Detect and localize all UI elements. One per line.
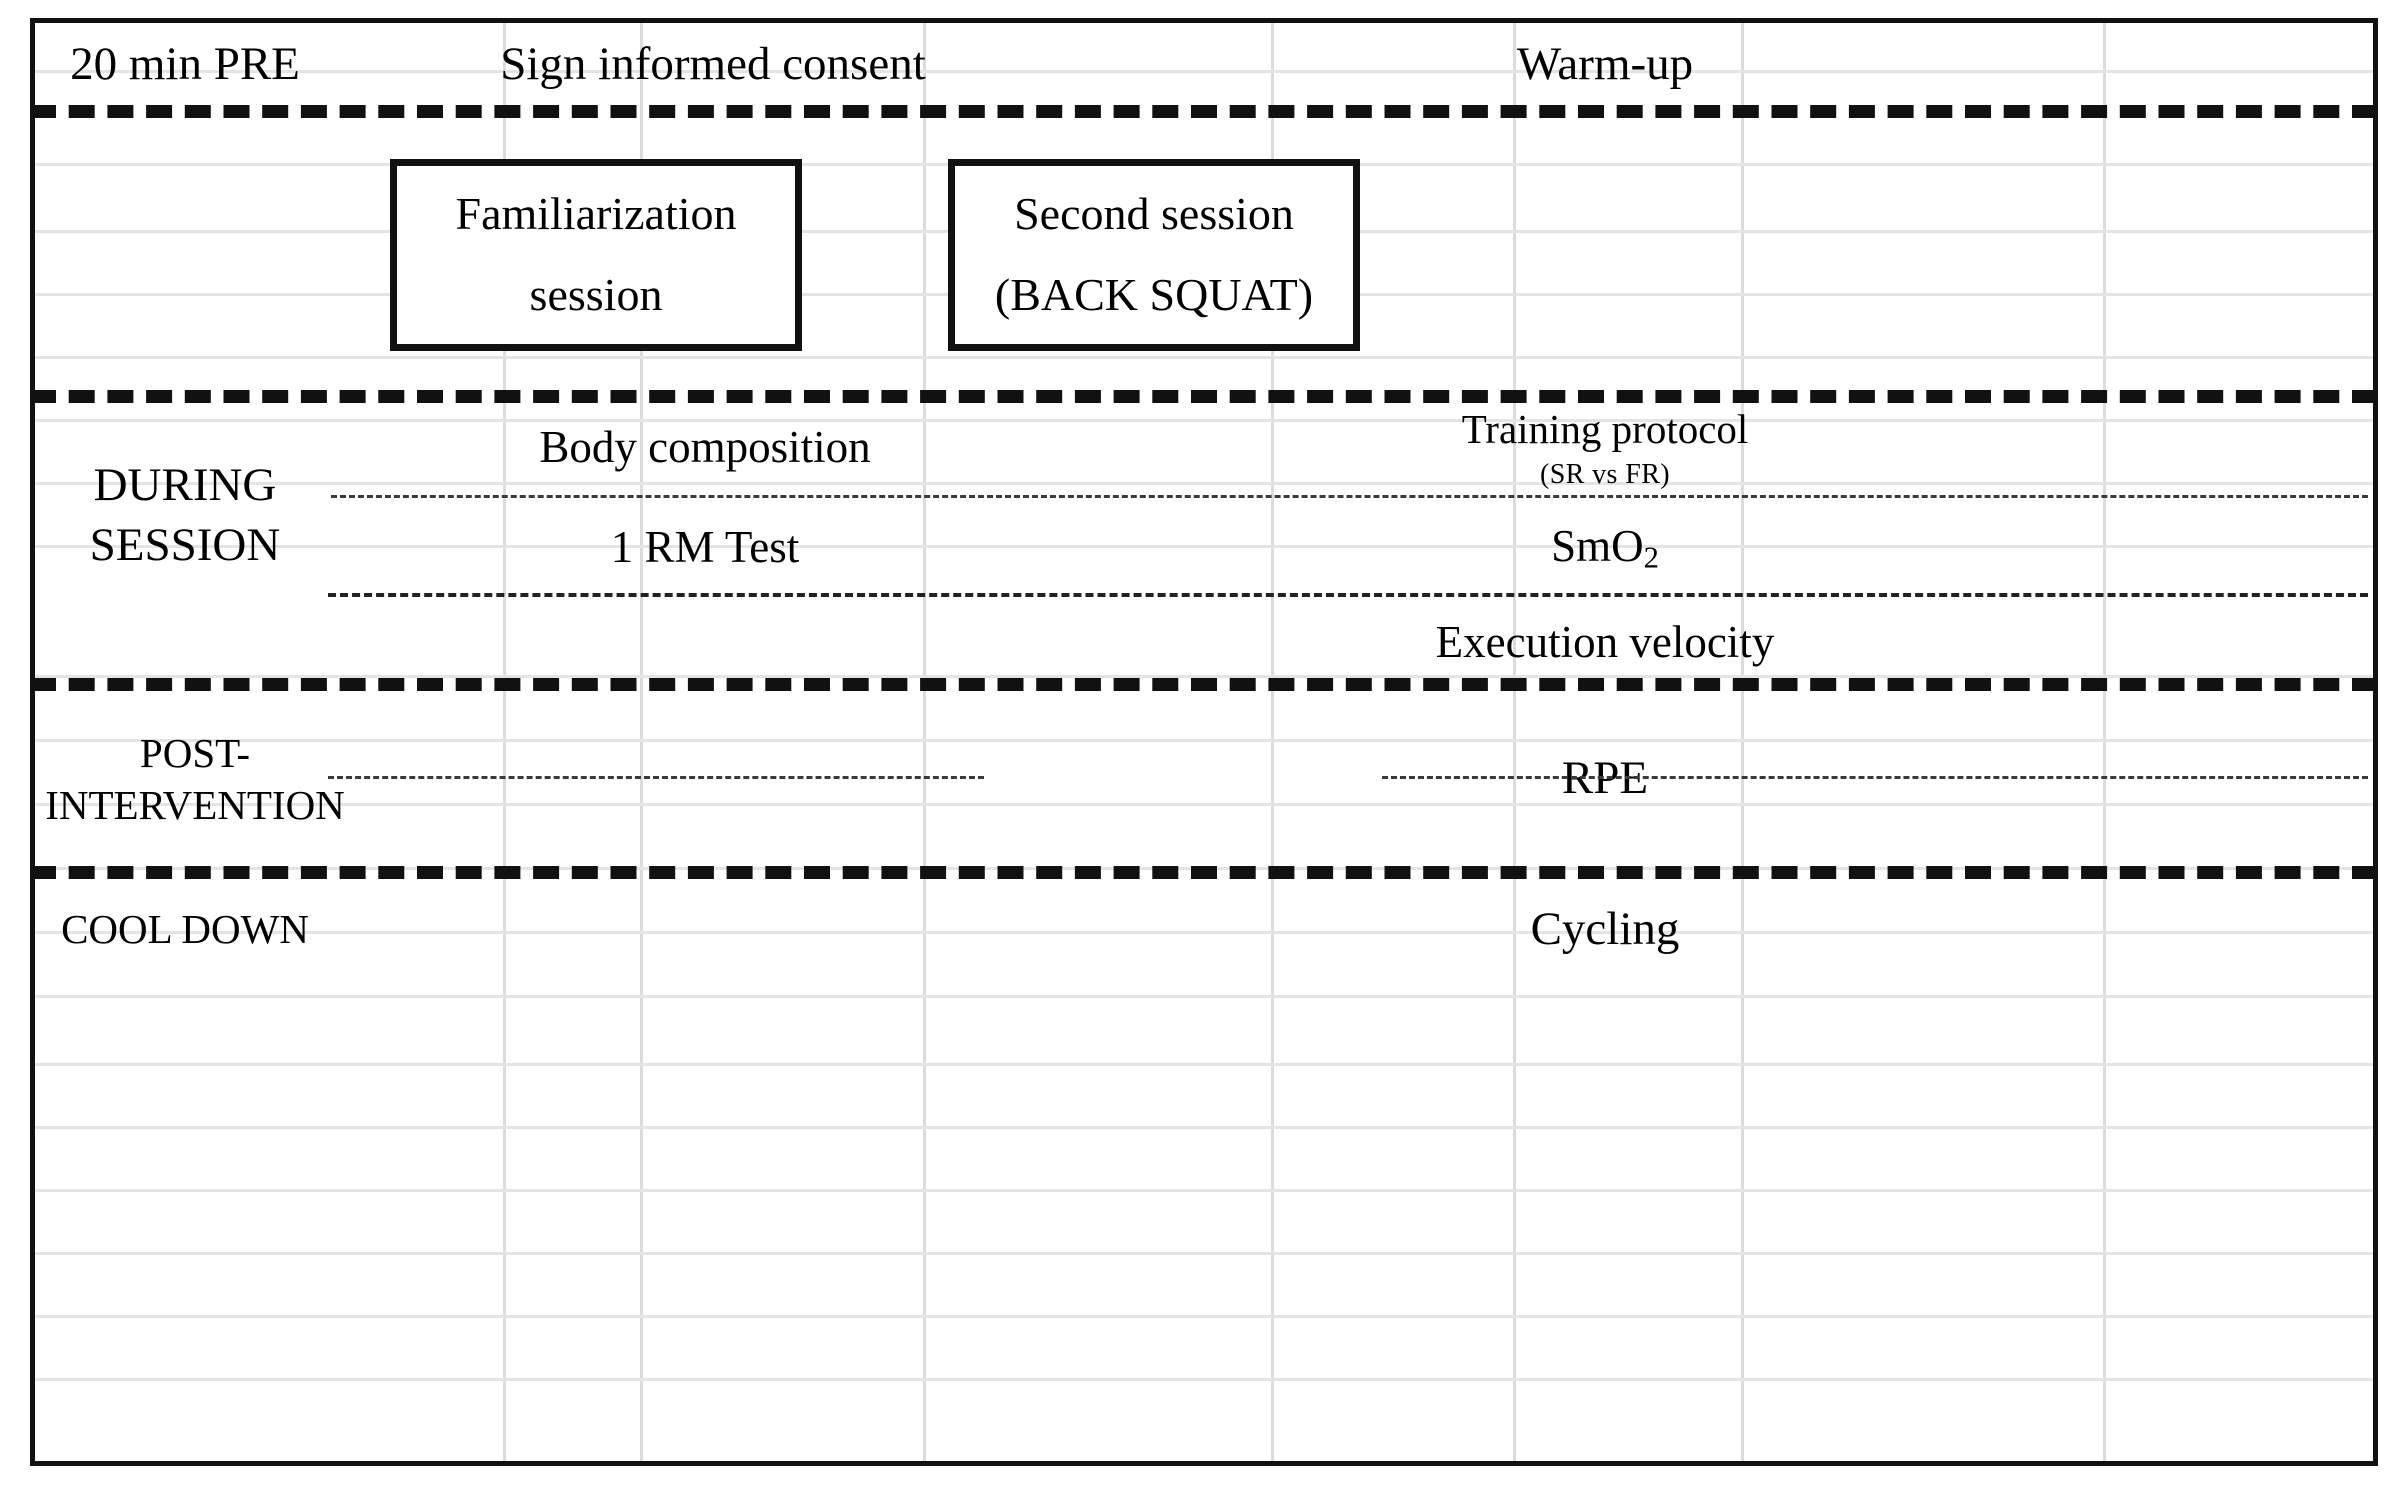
second-session-line-2: (BACK SQUAT) [994,269,1314,320]
band-separator-pre [30,105,2378,118]
sub-separator-during-upper [331,495,2368,498]
band-label-during-session: DURING SESSION [89,458,281,571]
sub-separator-during-lower [328,593,2368,597]
band-separator-sessions [30,390,2378,403]
band-pre: 20 min PRE Sign informed consent Warm-up [35,23,2373,105]
sub-separator-post-right [1382,776,2368,779]
cell-smo2: SmO2 [1300,513,1910,583]
grid-line-horizontal [35,1063,2373,1066]
sub-separator-post-left [328,776,984,779]
second-session-line-1: Second session [1014,188,1294,240]
cell-body-composition: Body composition [539,422,871,473]
second-session-box: Second session (BACK SQUAT) [948,159,1360,351]
cell-cycling: Cycling [1530,902,1680,955]
cell-sign-informed-consent: Sign informed consent [500,37,926,90]
cell-execution-velocity: Execution velocity [1435,617,1775,668]
training-protocol-subnote: (SR vs FR) [1539,459,1671,491]
cell-one-rm-test: 1 RM Test [610,522,800,573]
grid-line-horizontal [35,1378,2373,1381]
cell-training-protocol: Training protocol (SR vs FR) [1300,405,1910,491]
band-separator-during-session [30,678,2378,691]
band-post-intervention: POST- INTERVENTION RPE [35,691,2373,866]
band-separator-post-intervention [30,866,2378,879]
band-cool-down: COOL DOWN Cycling [35,879,2373,999]
grid-line-horizontal [35,1252,2373,1255]
band-label-cool-down: COOL DOWN [61,905,309,952]
training-protocol-label: Training protocol [1461,405,1749,452]
grid-line-horizontal [35,1315,2373,1318]
band-during-session: DURING SESSION Body composition 1 RM Tes… [35,403,2373,678]
grid-line-horizontal [35,1126,2373,1129]
grid-line-horizontal [35,1189,2373,1192]
band-sessions: Familiarization session Second session (… [35,118,2373,390]
study-protocol-timeline-figure: 20 min PRE Sign informed consent Warm-up… [30,18,2378,1466]
smo2-subscript: 2 [1643,540,1659,575]
smo2-label: SmO [1551,521,1644,572]
band-label-pre: 20 min PRE [70,37,300,90]
familiarization-session-line-2: session [529,269,663,320]
familiarization-session-box: Familiarization session [390,159,802,351]
cell-warm-up: Warm-up [1516,37,1694,90]
familiarization-session-line-1: Familiarization [455,188,737,240]
band-label-post-intervention: POST- INTERVENTION [45,729,345,828]
